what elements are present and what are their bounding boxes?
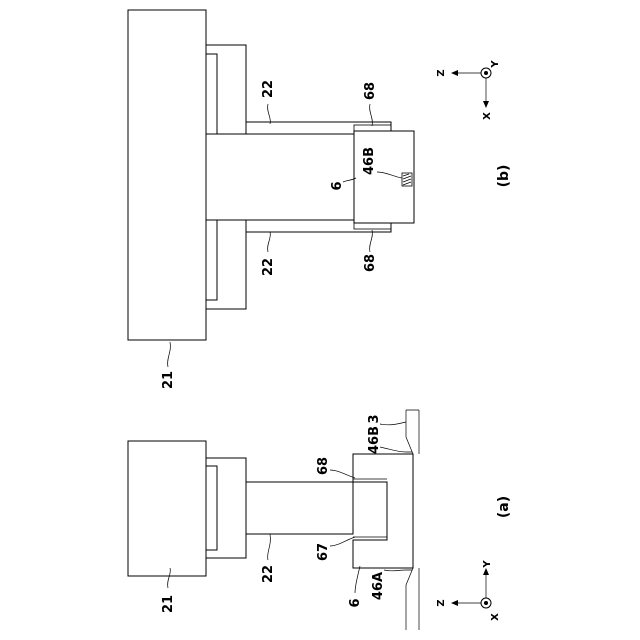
panel-b: 21 22 22 68 68 6 46B (b) Z X Y xyxy=(128,10,512,389)
leader-22-lower-b xyxy=(268,232,271,252)
leader-46a-a xyxy=(384,570,406,571)
label-22-upper-b: 22 xyxy=(261,80,276,98)
label-21-a: 21 xyxy=(161,595,176,613)
label-68-a: 68 xyxy=(316,457,331,475)
axis-y-a: Y xyxy=(482,560,493,569)
column-b xyxy=(206,134,354,220)
leader-68-a xyxy=(330,470,355,478)
panel-a: 21 22 68 67 6 46A 46B 3 (a) Z Y X xyxy=(128,410,512,630)
body-6-a xyxy=(353,454,413,568)
label-21-b: 21 xyxy=(161,371,176,389)
leader-3-a xyxy=(380,422,406,425)
flange-inner-a xyxy=(206,466,217,550)
leader-22-a xyxy=(268,534,271,560)
pipe-3-lower-a xyxy=(406,568,419,630)
leader-6-a xyxy=(355,566,360,593)
leader-46b-a xyxy=(380,447,406,452)
leader-67-a xyxy=(330,537,355,546)
leader-21-b xyxy=(168,342,171,367)
label-6-a: 6 xyxy=(348,598,363,607)
axes-a: Z Y X xyxy=(436,560,501,621)
label-67-a: 67 xyxy=(316,543,331,561)
label-22-a: 22 xyxy=(261,565,276,583)
base-21-a xyxy=(128,441,206,576)
label-68-lower-b: 68 xyxy=(363,254,378,272)
label-6-b: 6 xyxy=(330,181,345,190)
label-3-a: 3 xyxy=(367,414,382,423)
label-68-upper-b: 68 xyxy=(363,82,378,100)
axis-x-b: X xyxy=(482,112,493,120)
caption-a: (a) xyxy=(496,496,512,518)
label-46a-a: 46A xyxy=(371,572,386,600)
label-46b-b: 46B xyxy=(362,147,377,175)
leader-68-lower-b xyxy=(370,230,373,252)
axis-y-b: Y xyxy=(490,60,501,69)
axes-b: Z X Y xyxy=(436,60,501,120)
base-21-b xyxy=(128,10,206,340)
leader-22-upper-b xyxy=(268,104,271,124)
axis-x-a: X xyxy=(490,613,501,621)
axis-z-a: Z xyxy=(436,599,447,606)
arm-22-a xyxy=(246,482,353,534)
caption-b: (b) xyxy=(496,165,512,188)
label-46b-a: 46B xyxy=(367,426,382,454)
pipe-3-upper-a xyxy=(406,410,419,454)
label-22-lower-b: 22 xyxy=(261,258,276,276)
axis-z-b: Z xyxy=(436,69,447,76)
